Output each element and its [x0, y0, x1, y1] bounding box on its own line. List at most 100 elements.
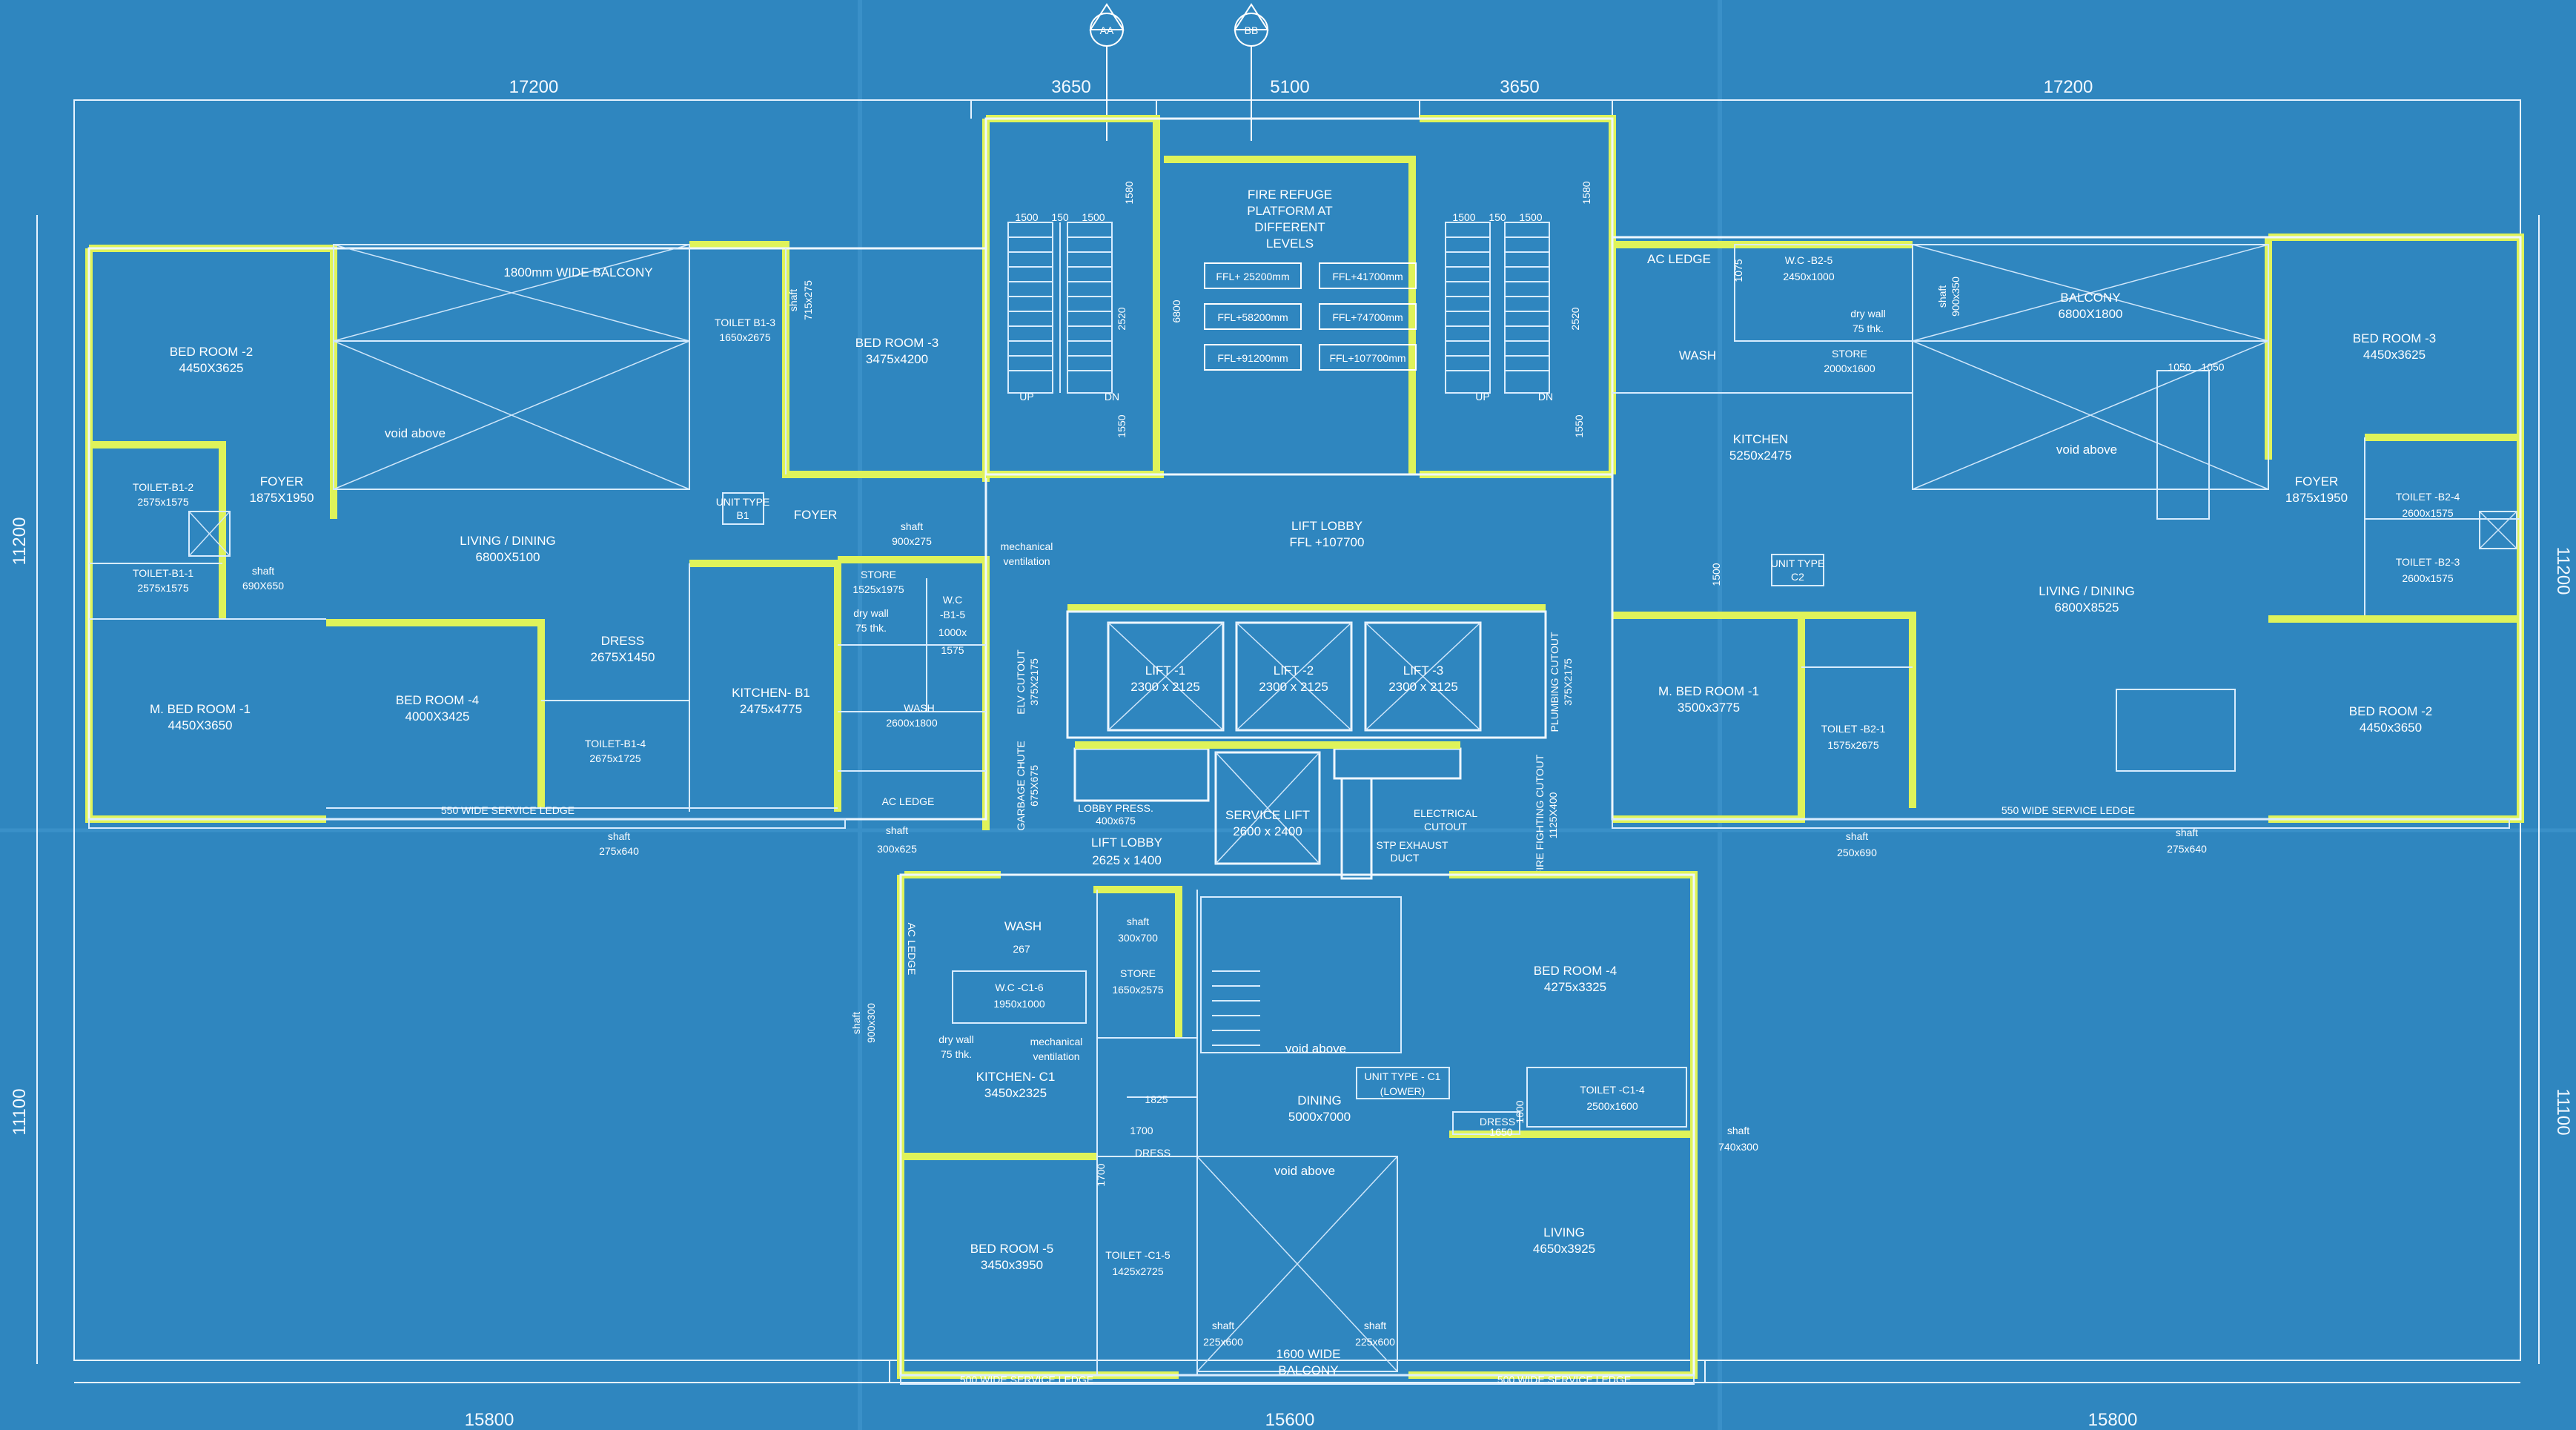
b1-dress-size: 2675X1450 — [591, 650, 655, 664]
b1-dress-name: DRESS — [601, 634, 645, 648]
c1-wc-name: W.C -C1-6 — [995, 982, 1044, 993]
fire-fighting-cutout-label: FIRE FIGHTING CUTOUT — [1534, 754, 1546, 876]
b1-toilet-4-size: 2675x1725 — [589, 752, 641, 764]
b1-foyer-name: FOYER — [260, 474, 304, 489]
c1-shaft3-size: 900x300 — [865, 1003, 877, 1043]
c1-void2: void above — [1274, 1164, 1335, 1178]
b1-shaft4-size: 300x625 — [877, 843, 917, 855]
c2-dim-1500: 1500 — [1710, 563, 1722, 586]
b1-store-size: 1525x1975 — [852, 583, 904, 595]
lobby-press-label: LOBBY PRESS. — [1078, 802, 1153, 814]
c2-dim-1050b: 1050 — [2201, 361, 2224, 373]
ffl-level-6: FFL+107700mm — [1329, 352, 1405, 364]
b1-shaft1-name: shaft — [252, 565, 274, 577]
garbage-chute-label: GARBAGE CHUTE — [1015, 741, 1027, 830]
c2-mbed1-name: M. BED ROOM -1 — [1658, 684, 1759, 698]
b1-kitchen-size: 2475x4775 — [740, 702, 802, 716]
stair-right-dim-6: 1550 — [1573, 414, 1585, 437]
stair-left-up: UP — [1019, 391, 1033, 403]
service-lift-size: 2600 x 2400 — [1233, 824, 1302, 838]
dim-top-stair-left: 3650 — [1051, 77, 1090, 97]
c1-shaft1-size: 300x700 — [1118, 932, 1158, 944]
c2-foyer-name: FOYER — [2295, 474, 2339, 489]
c1-stair-treads — [1212, 970, 1260, 1046]
c1-shaft4-size: 225x600 — [1203, 1336, 1243, 1348]
c2-kitchen-size: 5250x2475 — [1729, 448, 1792, 463]
fire-refuge-line3: DIFFERENT — [1254, 220, 1325, 234]
ffl-level-5: FFL+91200mm — [1217, 352, 1288, 364]
section-aa-label: AA — [1100, 24, 1114, 36]
c1-balcony-1: 1600 WIDE — [1277, 1347, 1341, 1361]
stair-left-dim-3: 1500 — [1082, 211, 1105, 223]
stair-left-dim-2: 150 — [1051, 211, 1069, 223]
b1-living-name: LIVING / DINING — [460, 534, 555, 548]
c1-kitchen-name: KITCHEN- C1 — [976, 1070, 1056, 1084]
c1-dry-wall-1: dry wall — [938, 1033, 973, 1045]
b1-void-label: void above — [385, 426, 446, 440]
stair-right-dim-3: 1500 — [1519, 211, 1542, 223]
c2-balcony-size: 6800X1800 — [2059, 307, 2123, 321]
stp-exhaust-label: STP EXHAUST — [1377, 839, 1448, 851]
dim-top-right: 17200 — [2044, 77, 2093, 97]
stair-right-down: DN — [1538, 391, 1553, 403]
c1-dim-267: 267 — [1013, 943, 1030, 955]
b1-shaft5-size: 715x275 — [802, 280, 814, 320]
small-lobby-label: LIFT LOBBY — [1091, 835, 1162, 850]
c1-ac-ledge: AC LEDGE — [906, 923, 918, 976]
dim-top-left: 17200 — [509, 77, 559, 97]
section-marker-bb: BB — [1234, 3, 1269, 141]
b1-toilet-2-name: TOILET-B1-2 — [133, 481, 193, 493]
c1-bed4-size: 4275x3325 — [1544, 980, 1606, 994]
stair-left-down: DN — [1105, 391, 1119, 403]
dim-bottom-left: 15800 — [465, 1410, 514, 1430]
duct-label: DUCT — [1391, 852, 1420, 864]
c1-living-size: 4650x3925 — [1533, 1242, 1595, 1256]
c1-dim-1650: 1650 — [1489, 1126, 1512, 1138]
b1-toilet-1-name: TOILET-B1-1 — [133, 567, 193, 579]
c1-toilet-5-size: 1425x2725 — [1112, 1265, 1164, 1277]
b1-ac-ledge: AC LEDGE — [882, 795, 935, 807]
c1-bed4-name: BED ROOM -4 — [1534, 964, 1617, 978]
dim-left-upper: 11200 — [10, 517, 30, 566]
b1-shaft3-name: shaft — [608, 830, 630, 842]
stair-right-dim-4: 1580 — [1580, 181, 1592, 204]
b1-kitchen-name: KITCHEN- B1 — [732, 686, 810, 700]
elv-cutout-size: 375X2175 — [1028, 658, 1040, 706]
c1-shaft2-size: 740x300 — [1718, 1141, 1758, 1153]
plumbing-cutout-size: 375X2175 — [1562, 658, 1574, 706]
c1-dry-wall-2: 75 thk. — [941, 1048, 972, 1060]
plumbing-cutout-label: PLUMBING CUTOUT — [1549, 632, 1560, 732]
dim-top-stair-right: 3650 — [1500, 77, 1539, 97]
core-mech-vent-2: ventilation — [1003, 555, 1050, 567]
c1-shaft5-name: shaft — [1364, 1320, 1386, 1331]
b1-mbed1-name: M. BED ROOM -1 — [150, 702, 251, 716]
b1-bed4-name: BED ROOM -4 — [396, 693, 479, 707]
c1-wc-size: 1950x1000 — [993, 998, 1045, 1010]
b1-shaft3-size: 275x640 — [599, 845, 639, 857]
lift-lobby-name: LIFT LOBBY — [1291, 519, 1363, 533]
b1-mbed1-size: 4450X3650 — [168, 718, 233, 732]
c1-unit-type-1: UNIT TYPE - C1 — [1365, 1070, 1441, 1082]
b1-bed4-size: 4000X3425 — [405, 709, 470, 724]
c1-service-ledge-right: 500 WIDE SERVICE LEDGE — [1497, 1374, 1631, 1386]
unit-c1: AC LEDGE WASH shaft 300x700 STORE 1650x2… — [850, 871, 1758, 1386]
stair-right-dim-1: 1500 — [1452, 211, 1475, 223]
b1-wc-size1: 1000x — [938, 626, 967, 638]
electrical-cutout-size: 1125X400 — [1547, 792, 1559, 838]
lift-2: LIFT -2 2300 x 2125 — [1235, 621, 1353, 732]
service-lift: SERVICE LIFT 2600 x 2400 — [1214, 751, 1321, 865]
c1-toilet-4-size: 2500x1600 — [1586, 1100, 1638, 1112]
b1-dry-wall-2: 75 thk. — [855, 622, 887, 634]
dim-right-upper: 11200 — [2553, 547, 2573, 595]
b1-store-name: STORE — [861, 569, 896, 580]
stair-left-dim-6: 1550 — [1116, 414, 1128, 437]
electrical-cutout-line1: ELECTRICAL — [1414, 807, 1478, 819]
lobby-press-size: 400x675 — [1096, 815, 1136, 827]
c1-dim-1700b: 1700 — [1095, 1163, 1107, 1186]
b1-bed3-size: 3475x4200 — [866, 352, 928, 366]
stair-left-dim-4: 1580 — [1123, 181, 1135, 204]
central-core: 1500 150 1500 1580 2520 1550 6800 UP DN … — [984, 115, 1616, 880]
ffl-level-3: FFL+58200mm — [1217, 311, 1288, 323]
b1-wc-size2: 1575 — [941, 644, 964, 656]
